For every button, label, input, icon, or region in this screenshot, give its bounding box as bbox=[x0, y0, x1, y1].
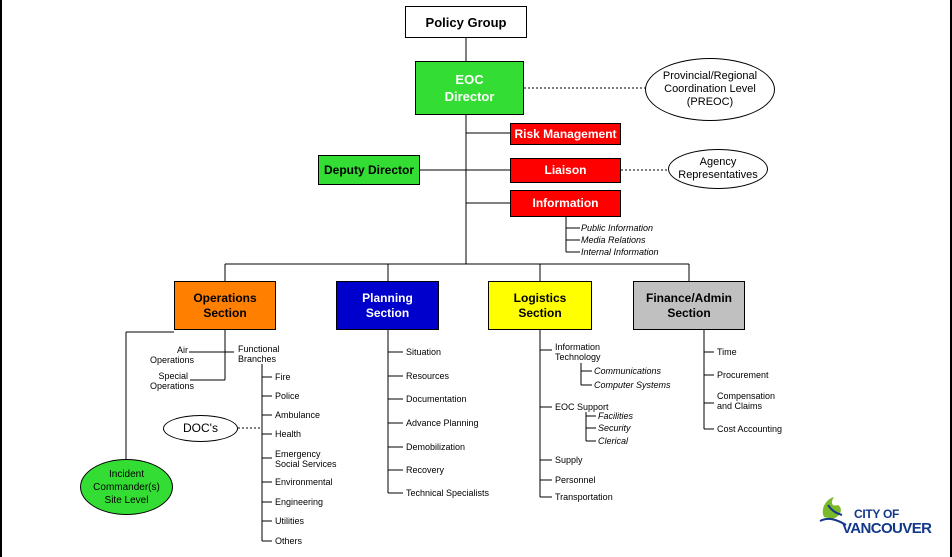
information-technology-label: Information Technology bbox=[555, 342, 601, 362]
finance-item: Cost Accounting bbox=[717, 424, 783, 434]
branch-item: Ambulance bbox=[275, 410, 321, 420]
planning-item: Resources bbox=[406, 371, 450, 381]
incident-commander-ellipse: Incident Commander(s) Site Level bbox=[80, 459, 173, 515]
information-item: Internal Information bbox=[581, 247, 659, 257]
logo-line1: CITY OF bbox=[854, 507, 900, 521]
eoc-support-label: EOC Support bbox=[555, 402, 609, 412]
logistics-item: Transportation bbox=[555, 492, 613, 502]
special-operations-label: Special Operations bbox=[150, 371, 195, 391]
docs-ellipse: DOC's bbox=[163, 415, 238, 442]
support-item: Facilities bbox=[598, 411, 634, 421]
information-item: Public Information bbox=[581, 223, 654, 233]
finance-item: Procurement bbox=[717, 370, 769, 380]
branch-item: Health bbox=[275, 429, 302, 439]
branch-item: Others bbox=[275, 536, 303, 546]
planning-item: Demobilization bbox=[406, 442, 466, 452]
risk-management-box: Risk Management bbox=[510, 123, 621, 145]
preoc-ellipse: Provincial/Regional Coordination Level (… bbox=[645, 58, 775, 121]
operations-section-box: Operations Section bbox=[174, 281, 276, 330]
branch-item: Environmental bbox=[275, 477, 333, 487]
support-item: Clerical bbox=[598, 436, 629, 446]
agency-representatives-ellipse: Agency Representatives bbox=[668, 149, 768, 189]
logistics-section-box: Logistics Section bbox=[488, 281, 592, 330]
logo-line2: VANCOUVER bbox=[842, 520, 932, 537]
leaf-icon bbox=[819, 497, 847, 526]
planning-item: Advance Planning bbox=[406, 418, 479, 428]
finance-admin-section-box: Finance/Admin Section bbox=[633, 281, 745, 330]
finance-item: Time bbox=[717, 347, 737, 357]
policy-group-box: Policy Group bbox=[405, 6, 527, 38]
logistics-item: Supply bbox=[555, 455, 583, 465]
logistics-item: Personnel bbox=[555, 475, 596, 485]
deputy-director-box: Deputy Director bbox=[318, 155, 420, 185]
planning-item: Documentation bbox=[406, 394, 467, 404]
it-item: Communications bbox=[594, 366, 662, 376]
branch-item: Utilities bbox=[275, 516, 305, 526]
air-operations-label: Air Operations bbox=[150, 345, 195, 365]
planning-section-box: Planning Section bbox=[336, 281, 439, 330]
it-item: Computer Systems bbox=[594, 380, 671, 390]
branch-item: Police bbox=[275, 391, 300, 401]
eoc-director-box: EOC Director bbox=[415, 61, 524, 115]
branch-item: Emergency Social Services bbox=[275, 449, 337, 469]
planning-item: Technical Specialists bbox=[406, 488, 490, 498]
branch-item: Fire bbox=[275, 372, 291, 382]
planning-item: Situation bbox=[406, 347, 442, 357]
branch-item: Engineering bbox=[275, 497, 324, 507]
planning-item: Recovery bbox=[406, 465, 445, 475]
information-item: Media Relations bbox=[581, 235, 646, 245]
information-box: Information bbox=[510, 190, 621, 217]
functional-branches-label: Functional Branches bbox=[238, 344, 280, 364]
liaison-box: Liaison bbox=[510, 158, 621, 183]
support-item: Security bbox=[598, 423, 631, 433]
finance-item: Compensation and Claims bbox=[717, 391, 776, 411]
city-of-vancouver-logo: CITY OF VANCOUVER bbox=[818, 493, 948, 549]
